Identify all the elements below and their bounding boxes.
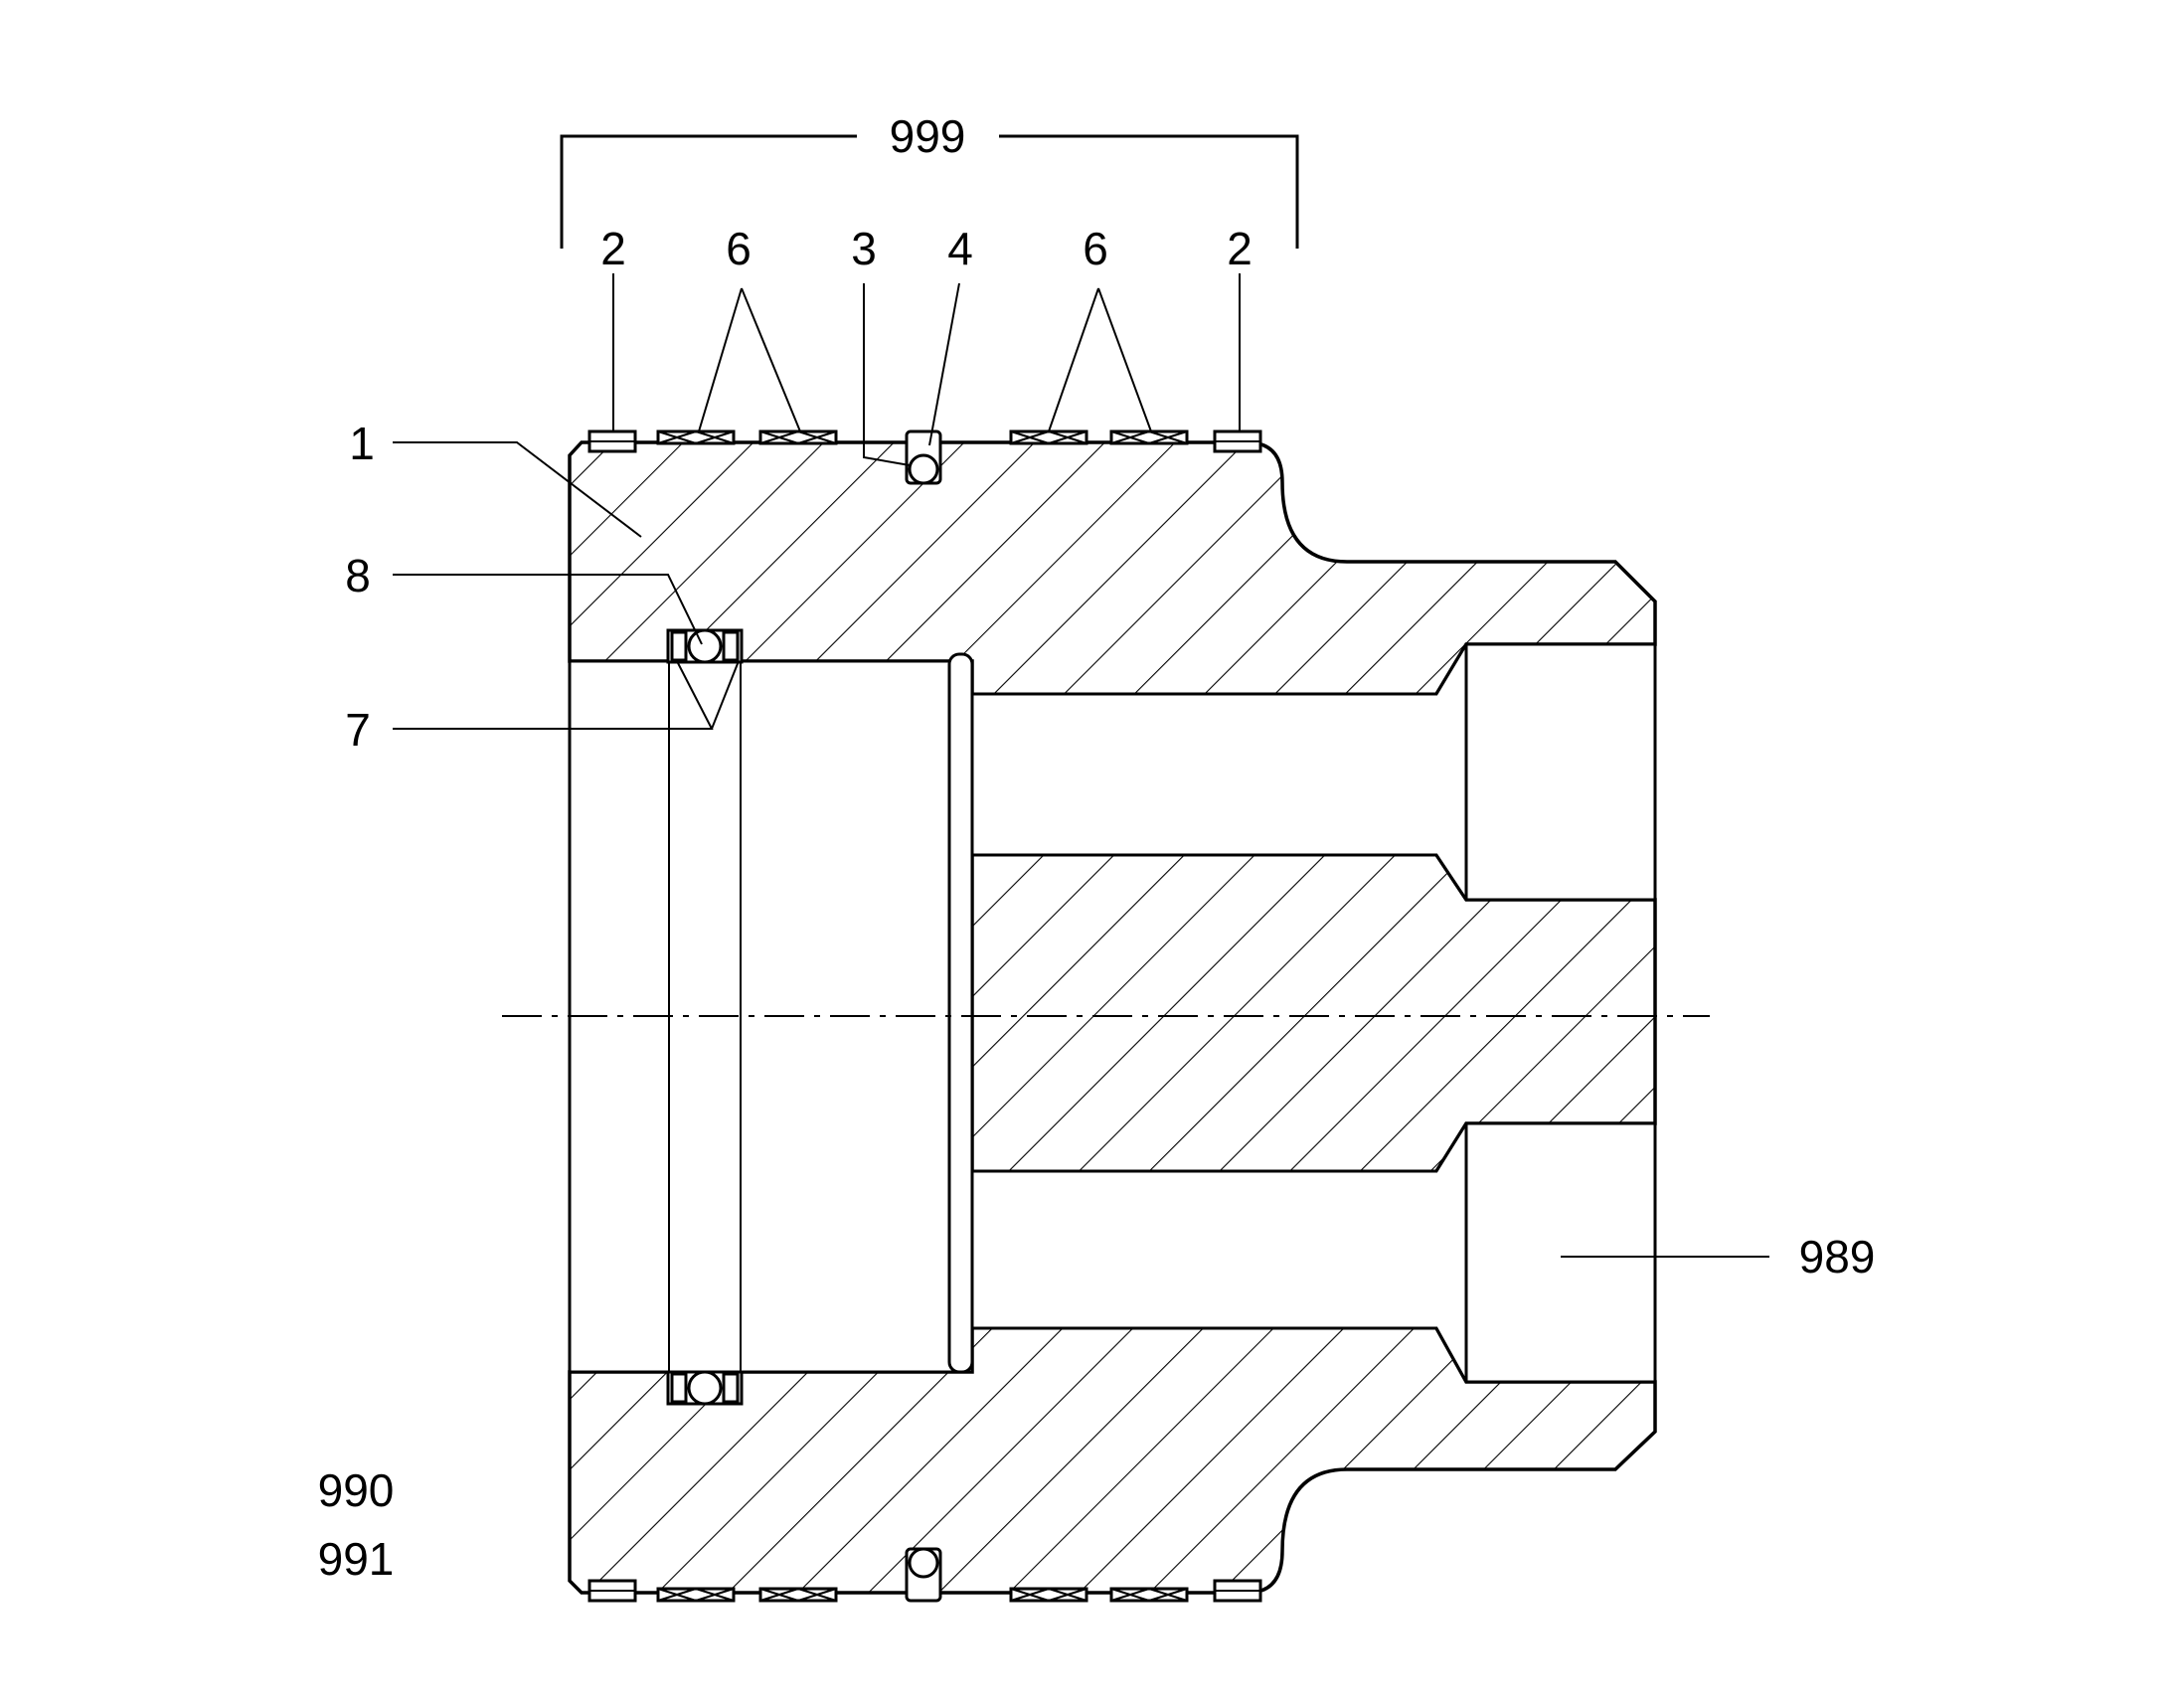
lower-passage xyxy=(970,1121,1657,1384)
upper-passage xyxy=(970,642,1657,902)
label-2-right: 2 xyxy=(1227,223,1253,274)
label-6-right: 6 xyxy=(1083,223,1108,274)
label-3: 3 xyxy=(851,223,877,274)
label-2-left: 2 xyxy=(600,223,626,274)
label-7: 7 xyxy=(345,704,371,756)
retainer-disc xyxy=(947,652,974,1374)
leader-lines xyxy=(393,273,1769,1258)
inner-groove-bottom xyxy=(666,1370,744,1406)
label-999: 999 xyxy=(890,110,966,162)
label-6-left: 6 xyxy=(726,223,752,274)
label-990: 990 xyxy=(318,1464,395,1516)
label-989: 989 xyxy=(1799,1231,1876,1282)
assembly-bracket xyxy=(560,134,1299,249)
outer-rings-top xyxy=(587,429,1262,485)
outer-rings-bottom xyxy=(587,1547,1262,1603)
label-4: 4 xyxy=(947,223,973,274)
label-8: 8 xyxy=(345,550,371,601)
label-991: 991 xyxy=(318,1533,395,1585)
inner-groove-top xyxy=(666,628,744,664)
label-1: 1 xyxy=(349,418,375,469)
